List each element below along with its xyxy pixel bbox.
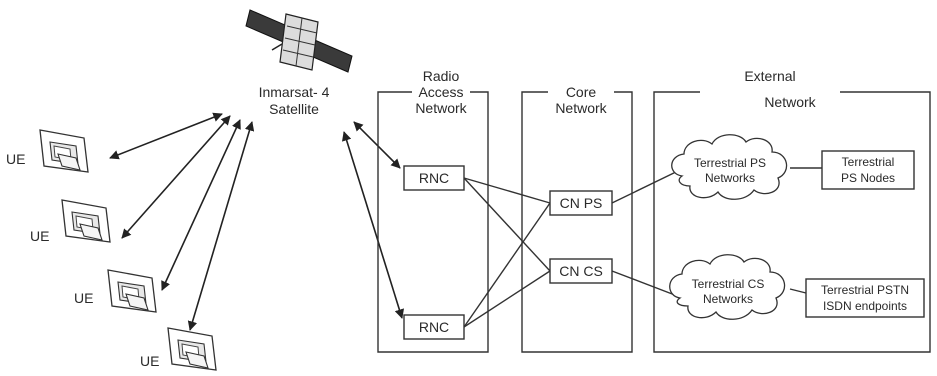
cn-cs-box [549, 258, 613, 284]
ran-domain-box [377, 91, 489, 353]
ue-device-icon [61, 199, 111, 243]
ran-title-line2: Access [418, 84, 463, 100]
satellite-icon [245, 9, 353, 73]
ue-label: UE [6, 151, 25, 167]
core-domain-box [521, 91, 633, 353]
ran-title-line3: Network [415, 100, 467, 116]
rnc-bottom-label: RNC [419, 319, 449, 335]
satellite-label-line1: Inmarsat- 4 [259, 84, 330, 100]
external-title-line1: External [744, 68, 795, 84]
cs-cloud-label-line1: Terrestrial CS [692, 277, 765, 291]
pstn-label-line1: Terrestrial PSTN [821, 283, 909, 297]
pstn-label-line2: ISDN endpoints [823, 299, 907, 313]
core-title-line2: Network [555, 100, 607, 116]
rnc-cn-link [463, 270, 551, 328]
ps-cloud-label-line1: Terrestrial PS [694, 156, 766, 170]
rnc-top-box [403, 165, 465, 191]
core-title-line1: Core [566, 84, 597, 100]
satellite-rnc-link [353, 121, 401, 169]
ps-nodes-label-line2: PS Nodes [841, 171, 895, 185]
external-title-line2: Network [764, 94, 816, 110]
cn-external-link [611, 270, 681, 298]
satellite-ue-link [109, 112, 223, 160]
satellite-ue-link [161, 119, 241, 291]
ps-cloud-icon [671, 134, 788, 200]
ps-nodes-box [821, 150, 915, 190]
satellite-ue-link [187, 121, 255, 331]
ps-nodes-label-line1: Terrestrial [842, 155, 895, 169]
cs-cloud-icon [669, 254, 786, 320]
ue-label: UE [30, 228, 49, 244]
cn-ps-label: CN PS [560, 195, 603, 211]
cn-cs-label: CN CS [559, 263, 603, 279]
cloud-node-link [789, 288, 807, 294]
ue-device-icon [39, 129, 89, 173]
ran-title-line1: Radio [423, 68, 460, 84]
cn-ps-box [549, 190, 613, 216]
ue-device-icon [167, 327, 217, 371]
ps-cloud-label-line2: Networks [705, 171, 755, 185]
ue-label: UE [74, 290, 93, 306]
rnc-cn-link [463, 177, 551, 272]
cs-cloud-label-line2: Networks [703, 292, 753, 306]
satellite-label-line2: Satellite [269, 101, 319, 117]
external-domain-box [653, 91, 931, 353]
pstn-box [805, 278, 925, 318]
rnc-bottom-box [403, 314, 465, 340]
ue-device-icon [107, 269, 157, 313]
satellite-rnc-link [341, 131, 405, 319]
rnc-cn-link [463, 177, 551, 204]
rnc-cn-link [463, 202, 551, 328]
rnc-top-label: RNC [419, 170, 449, 186]
cn-external-link [611, 169, 681, 204]
ue-label: UE [140, 353, 159, 369]
